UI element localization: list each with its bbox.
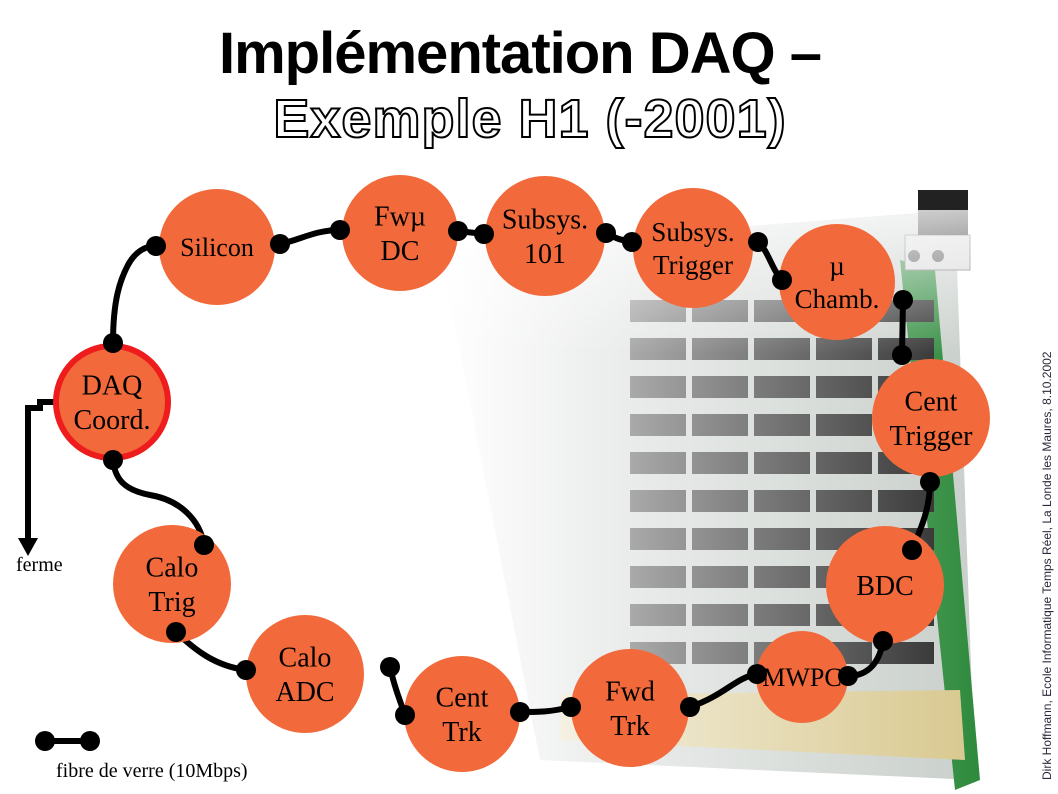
connector [561, 697, 581, 717]
title-line-2: Exemple H1 (-2001) [272, 88, 787, 150]
node-label: Subsys. [502, 205, 588, 236]
node-label: Cent [905, 387, 958, 418]
node-label: Trk [610, 711, 649, 742]
node-label: µ [829, 251, 845, 281]
node-label: Trigger [890, 421, 974, 452]
connector [236, 660, 256, 680]
node-subsys-101: Subsys.101 [485, 176, 605, 296]
node-label: Chamb. [795, 284, 880, 314]
node-label: Subsys. [651, 217, 734, 247]
fiber-connectors [103, 220, 940, 725]
node-label: Coord. [74, 405, 151, 436]
node-label: BDC [856, 571, 914, 602]
connector [146, 236, 166, 256]
connector [748, 232, 768, 252]
connector [194, 535, 214, 555]
connector [166, 622, 186, 642]
node-mwpc: MWPC [756, 631, 848, 723]
connector [380, 657, 400, 677]
connector [395, 705, 415, 725]
link-daq-silicon [110, 243, 159, 346]
author-note: Dirk Hoffmann, Ecole Informatique Temps … [1040, 351, 1054, 780]
connector [103, 333, 123, 353]
node-label: Trk [442, 717, 481, 748]
connector [622, 232, 642, 252]
title-line-1: Implémentation DAQ – [219, 21, 822, 86]
connector [330, 220, 350, 240]
node-circle [756, 631, 848, 723]
connector [920, 472, 940, 492]
node-label: Fwµ [374, 202, 426, 233]
link-daq-farm [25, 399, 65, 543]
node-label: Trig [148, 587, 195, 618]
node-label: DC [381, 236, 420, 267]
node-bdc: BDC [826, 526, 944, 644]
node-circle [633, 188, 753, 308]
node-circle [571, 649, 689, 767]
connector [596, 223, 616, 243]
node-label: Calo [279, 643, 332, 674]
connector [448, 221, 468, 241]
node-label: ADC [275, 677, 334, 708]
connector [772, 270, 792, 290]
node-silicon: Silicon [159, 189, 275, 305]
node-circle [404, 656, 520, 772]
connector [680, 697, 700, 717]
connector [510, 702, 530, 722]
farm-arrow-head [18, 538, 38, 556]
node-label: Trigger [653, 250, 733, 280]
connector [270, 234, 290, 254]
connector [893, 290, 913, 310]
connector [873, 631, 893, 651]
node-subsys-trigger: Subsys.Trigger [633, 188, 753, 308]
node-label: Calo [146, 553, 199, 584]
connector [747, 664, 767, 684]
connector [838, 666, 858, 686]
node-circle [53, 343, 171, 461]
fiber-legend-symbol [35, 731, 100, 751]
connector [103, 450, 123, 470]
node-circle [779, 224, 895, 340]
connector [902, 540, 922, 560]
node-label: 101 [524, 239, 566, 270]
node-circle [342, 175, 458, 291]
connector [474, 224, 494, 244]
connector [892, 345, 912, 365]
legend-label: fibre de verre (10Mbps) [56, 760, 248, 782]
link-calotrig-daq [110, 457, 207, 548]
node-circle [872, 359, 990, 477]
node-label: MWPC [762, 663, 841, 692]
node-label: Fwd [605, 677, 655, 708]
node-circle [485, 176, 605, 296]
farm-label: ferme [16, 554, 63, 576]
node-circle [159, 189, 275, 305]
node-label: DAQ [82, 371, 143, 402]
node-circle [246, 615, 364, 733]
node-label: Cent [436, 683, 489, 714]
node-label: Silicon [180, 233, 254, 262]
